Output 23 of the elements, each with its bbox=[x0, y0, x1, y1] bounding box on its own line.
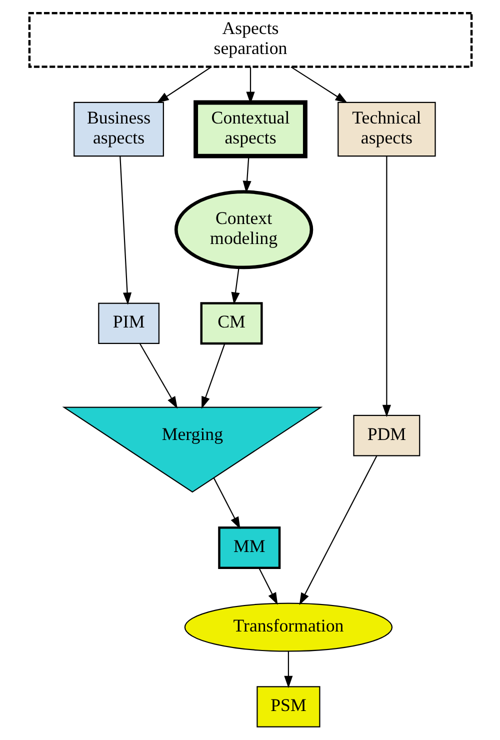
arrow bbox=[242, 156, 251, 194]
node-box: PDM bbox=[352, 414, 420, 456]
arrow bbox=[212, 478, 240, 530]
arrow bbox=[138, 343, 178, 409]
node-box: PIM bbox=[98, 302, 160, 344]
arrow bbox=[284, 651, 292, 688]
node-ellipse: Transformation bbox=[184, 602, 392, 652]
node-box: Aspects separation bbox=[28, 12, 472, 68]
node-ellipse: Context modeling bbox=[174, 190, 313, 270]
arrow bbox=[258, 568, 278, 605]
arrow bbox=[119, 156, 132, 305]
arrow bbox=[298, 456, 377, 606]
arrow bbox=[290, 66, 348, 104]
node-box: Contextual aspects bbox=[193, 100, 307, 158]
arrow bbox=[156, 66, 212, 104]
node-box: PSM bbox=[256, 686, 320, 728]
node-box: CM bbox=[200, 302, 262, 345]
arrow bbox=[382, 156, 390, 418]
node-box: Technical aspects bbox=[337, 102, 436, 157]
arrow bbox=[230, 267, 240, 305]
node-box: MM bbox=[218, 526, 280, 569]
arrow bbox=[201, 343, 225, 409]
node-box: Business aspects bbox=[73, 102, 164, 157]
